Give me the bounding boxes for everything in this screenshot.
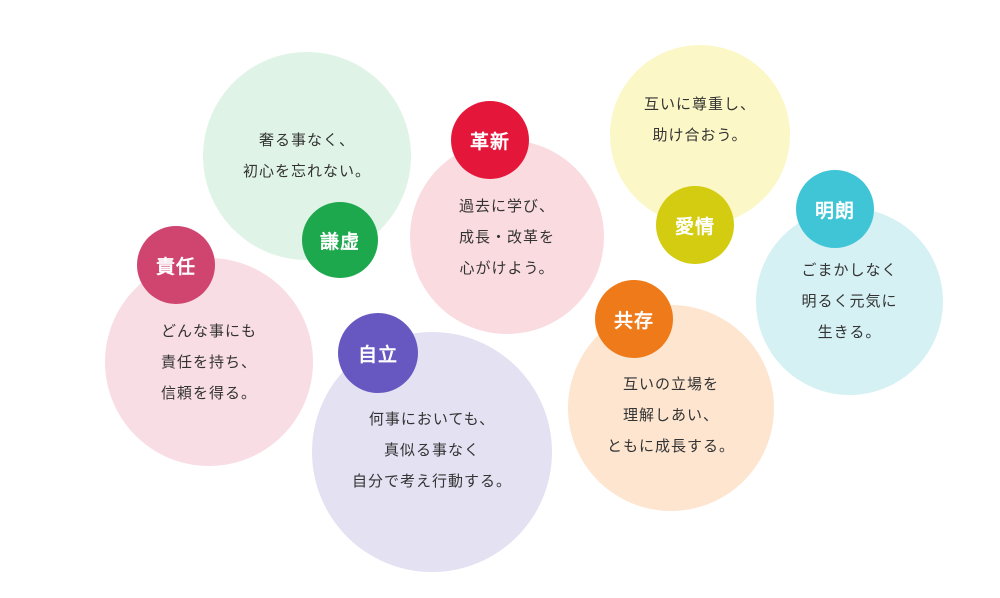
value-description: 互いの立場を 理解しあい、 ともに成長する。 <box>607 369 735 462</box>
value-badge-kenkyo: 謙虚 <box>302 202 378 278</box>
description-line: 互いの立場を <box>622 374 719 393</box>
value-description: 互いに尊重し、 助け合おう。 <box>644 89 756 151</box>
value-badge-sekinin: 責任 <box>137 226 215 304</box>
description-line: 明るく元気に <box>801 292 898 310</box>
value-description: ごまかしなく 明るく元気に 生きる。 <box>801 255 897 348</box>
value-description: どんな事にも 責任を持ち、 信頼を得る。 <box>161 316 257 409</box>
description-line: 成長・改革を <box>458 227 555 246</box>
description-line: 真似る事なく <box>383 440 480 459</box>
description-line: ともに成長する。 <box>606 436 735 455</box>
description-line: 助け合おう。 <box>652 126 748 144</box>
description-line: 責任を持ち、 <box>160 352 257 371</box>
value-bubble-kakushin: 過去に学び、 成長・改革を 心がけよう。 <box>410 140 604 334</box>
value-badge-kyozon: 共存 <box>595 280 673 358</box>
value-description: 何事においても、 真似る事なく 自分で考え行動する。 <box>352 404 512 497</box>
description-line: 互いに尊重し、 <box>643 95 756 113</box>
description-line: 何事においても、 <box>368 409 496 428</box>
value-description: 過去に学び、 成長・改革を 心がけよう。 <box>459 191 555 284</box>
description-line: 理解しあい、 <box>622 405 719 424</box>
value-badge-aijo: 愛情 <box>656 186 734 264</box>
description-line: どんな事にも <box>160 321 257 340</box>
value-badge-kakushin: 革新 <box>451 101 529 179</box>
value-badge-jiritsu: 自立 <box>338 313 418 393</box>
description-line: 生きる。 <box>817 323 882 341</box>
description-line: 初心を忘れない。 <box>242 162 371 180</box>
description-line: 心がけよう。 <box>459 258 555 277</box>
value-badge-meiro: 明朗 <box>796 170 874 248</box>
value-description: 奢る事なく、 初心を忘れない。 <box>243 125 371 187</box>
value-bubble-sekinin: どんな事にも 責任を持ち、 信頼を得る。 <box>105 258 313 466</box>
description-line: ごまかしなく <box>801 261 898 279</box>
description-line: 信頼を得る。 <box>160 383 257 402</box>
description-line: 過去に学び、 <box>458 196 555 215</box>
description-line: 奢る事なく、 <box>258 131 355 149</box>
description-line: 自分で考え行動する。 <box>351 471 512 490</box>
